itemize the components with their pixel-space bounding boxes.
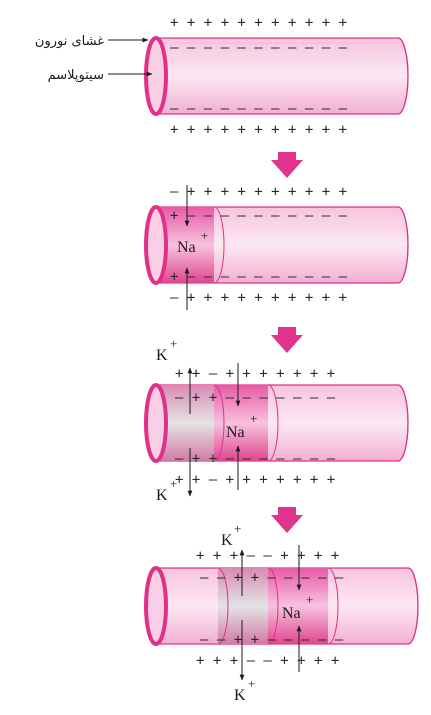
label-cytoplasm: سیتوپلاسم	[48, 68, 104, 83]
svg-text:— + + + + + + + + + +: — + + + + + + + + + +	[170, 290, 347, 306]
svg-text:+ + + — — + + + +: + + + — — + + + +	[196, 653, 339, 669]
tube-left-end	[144, 36, 168, 116]
tube-right-end	[397, 37, 409, 115]
ion-k-top-charge: +	[170, 336, 177, 351]
step-arrow-3	[271, 507, 303, 533]
svg-text:+ + — + + + + + + +: + + — + + + + + + +	[175, 472, 335, 488]
tube-left-end	[144, 383, 168, 463]
ion-na-charge: +	[306, 592, 313, 607]
sodium-zone	[214, 385, 268, 461]
ion-na-charge: +	[201, 228, 208, 243]
panel-resting: + + + + + + + + + + + — — — — — — — — — …	[35, 15, 409, 138]
tube-left-end	[144, 205, 168, 285]
ion-na: Na	[226, 424, 245, 441]
svg-text:— + + — — — — — — —: — + + — — — — — — —	[175, 390, 336, 406]
svg-text:+ + — + + + + + + +: + + — + + + + + + +	[175, 366, 335, 382]
svg-text:— — + + — — — — —: — — + + — — — — —	[200, 570, 344, 586]
svg-text:— + + + + + + + + + +: — + + + + + + + + + +	[170, 184, 347, 200]
step-arrow-2	[271, 327, 303, 353]
ion-k-bottom: K	[234, 687, 246, 704]
panel-propagation: + + + — — + + + + — — + + — — — — — — — …	[144, 521, 419, 704]
ion-na-charge: +	[250, 411, 257, 426]
step-arrow-1	[271, 152, 303, 178]
svg-text:+ + + — — + + + +: + + + — — + + + +	[196, 548, 339, 564]
svg-text:+ — — — — — — — — — —: + — — — — — — — — — —	[170, 269, 348, 285]
panel-sodium-influx: — + + + + + + + + + + + — — — — — — — — …	[144, 184, 409, 310]
panel-potassium-efflux: + + — + + + + + + + — + + — — — — — — — …	[144, 336, 409, 504]
ion-k-top-charge: +	[234, 521, 241, 536]
outer-plus-bottom: + + + + + + + + + + +	[170, 122, 347, 138]
ion-k-bottom-charge: +	[248, 676, 255, 691]
label-membrane: غشای نورون	[35, 34, 104, 49]
tube-left-end	[144, 566, 168, 646]
ion-k-top: K	[221, 532, 233, 549]
potassium-zone	[218, 568, 268, 644]
inner-minus-bottom: — — — — — — — — — — —	[170, 101, 348, 117]
ion-na: Na	[177, 239, 196, 256]
inner-minus-top: — — — — — — — — — — —	[170, 40, 348, 56]
svg-text:— — + + — — — — —: — — + + — — — — —	[200, 632, 344, 648]
ion-k-bottom-charge: +	[170, 476, 177, 491]
ion-k-top: K	[156, 347, 168, 364]
svg-text:— + + — — — — — — —: — + + — — — — — — —	[175, 451, 336, 467]
ion-k-bottom: K	[156, 487, 168, 504]
ion-na: Na	[282, 605, 301, 622]
outer-plus-top: + + + + + + + + + + +	[170, 15, 347, 31]
svg-text:+ — — — — — — — — — —: + — — — — — — — — — —	[170, 208, 348, 224]
